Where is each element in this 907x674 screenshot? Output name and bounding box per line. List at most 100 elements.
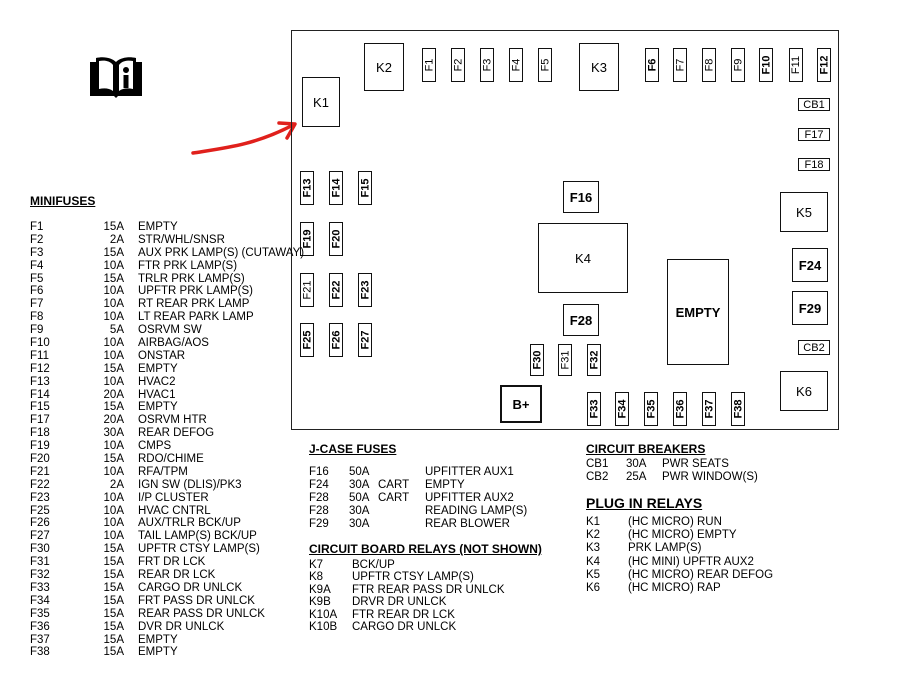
breaker-row-amp: 25A xyxy=(626,470,647,483)
relay-k3: K3 xyxy=(579,43,619,91)
minifuse-row-desc: RT REAR PRK LAMP xyxy=(138,298,250,311)
circuit-relay-row-desc: CARGO DR UNLCK xyxy=(352,620,457,633)
relay-k4: K4 xyxy=(538,223,628,293)
minifuse-row-desc: TRLR PRK LAMP(S) xyxy=(138,272,245,285)
minifuse-row-amp: 15A xyxy=(103,607,124,620)
circuit-relay-row-desc: FTR REAR PASS DR UNLCK xyxy=(352,583,505,596)
circuit-relay-row-id: K8 xyxy=(309,571,324,584)
fuse-f35: F35 xyxy=(644,392,658,426)
minifuse-row-amp: 2A xyxy=(109,233,124,246)
circuit-relay-row-id: K7 xyxy=(309,559,324,571)
fuse-f13: F13 xyxy=(300,171,314,205)
circuit-relay-row: K7 BCK/UP xyxy=(309,559,559,571)
minifuse-row-amp: 15A xyxy=(103,543,124,556)
minifuse-row-amp: 15A xyxy=(103,633,124,646)
minifuse-row-amp: 10A xyxy=(103,504,124,517)
minifuse-row-amp: 10A xyxy=(103,349,124,362)
fuse-f21: F21 xyxy=(300,273,314,307)
minifuse-row-desc: EMPTY xyxy=(138,646,178,659)
minifuse-row-id: F14 xyxy=(30,388,50,401)
minifuse-row-amp: 10A xyxy=(103,337,124,350)
jcase-row-desc: READING LAMP(S) xyxy=(425,504,528,517)
circuit-relay-row-id: K10A xyxy=(309,608,338,621)
fuse-f12: F12 xyxy=(817,48,831,82)
minifuse-row-amp: 10A xyxy=(103,491,124,504)
fuse-f20: F20 xyxy=(329,222,343,256)
minifuse-row-id: F3 xyxy=(30,246,44,259)
jcase-row-id: F29 xyxy=(309,517,329,530)
book-info-icon xyxy=(90,57,142,98)
minifuse-row-desc: AUX PRK LAMP(S) (CUTAWAY) xyxy=(138,246,305,259)
jcase-row-amp: 50A xyxy=(349,466,370,478)
fuse-f9: F9 xyxy=(731,48,745,82)
plugin-relay-row-desc: (HC MICRO) RAP xyxy=(628,581,721,594)
minifuse-row-amp: 15A xyxy=(103,272,124,285)
battery-terminal: B+ xyxy=(500,385,542,423)
minifuse-row-id: F15 xyxy=(30,401,50,414)
empty-slot: EMPTY xyxy=(667,259,729,365)
jcase-row-id: F28 xyxy=(309,504,329,517)
minifuse-row-id: F34 xyxy=(30,594,50,607)
fuse-box-panel: K1 K2 K3 K4 K5 K6 F1 F2 F3 F4 F5 F6 F7 F… xyxy=(291,30,839,430)
relay-k5: K5 xyxy=(780,192,828,232)
circuit-relay-row-desc: BCK/UP xyxy=(352,559,395,571)
plugin-relay-row: K2(HC MICRO) EMPTY xyxy=(586,529,826,542)
minifuse-row-desc: CARGO DR UNLCK xyxy=(138,581,243,594)
minifuse-row-desc: TAIL LAMP(S) BCK/UP xyxy=(138,530,257,543)
fuse-f30: F30 xyxy=(530,344,544,376)
minifuse-row-id: F1 xyxy=(30,221,44,233)
minifuse-row-id: F32 xyxy=(30,569,50,582)
fuse-f2: F2 xyxy=(451,48,465,82)
minifuse-row-desc: DVR DR UNLCK xyxy=(138,620,225,633)
minifuse-row-amp: 5A xyxy=(109,324,124,337)
minifuse-row-desc: EMPTY xyxy=(138,362,178,375)
fuse-f23: F23 xyxy=(358,273,372,307)
breaker-row-desc: PWR SEATS xyxy=(662,458,729,470)
minifuse-row-desc: REAR PASS DR UNLCK xyxy=(138,607,265,620)
jcase-row-note: CART xyxy=(378,491,410,504)
circuit-relay-row-id: K9A xyxy=(309,583,331,596)
minifuse-row-id: F9 xyxy=(30,324,44,337)
minifuse-row-desc: RFA/TPM xyxy=(138,465,188,478)
minifuse-row-amp: 15A xyxy=(103,581,124,594)
minifuse-row-desc: HVAC1 xyxy=(138,388,176,401)
jcase-f24: F24 xyxy=(792,248,828,282)
fuse-f19: F19 xyxy=(300,222,314,256)
circuit-relay-row: K9A FTR REAR PASS DR UNLCK xyxy=(309,584,559,596)
fuse-f11: F11 xyxy=(789,48,803,82)
jcase-f29: F29 xyxy=(792,291,828,325)
minifuse-row-amp: 10A xyxy=(103,517,124,530)
jcase-row-desc: UPFITTER AUX2 xyxy=(425,491,514,504)
fuse-f38: F38 xyxy=(731,392,745,426)
fuse-f3: F3 xyxy=(480,48,494,82)
minifuse-row-id: F25 xyxy=(30,504,50,517)
fuse-f33: F33 xyxy=(587,392,601,426)
minifuse-row-desc: CMPS xyxy=(138,440,172,453)
jcase-f16: F16 xyxy=(563,181,599,213)
minifuse-row-id: F36 xyxy=(30,620,50,633)
plugin-relay-row-desc: (HC MICRO) EMPTY xyxy=(628,529,737,542)
plugin-relay-row-id: K6 xyxy=(586,581,601,594)
minifuse-row-desc: UPFTR CTSY LAMP(S) xyxy=(138,543,260,556)
minifuse-row-id: F11 xyxy=(30,349,49,362)
minifuse-row-amp: 10A xyxy=(103,530,124,543)
minifuse-row-desc: OSRVM HTR xyxy=(138,414,207,427)
